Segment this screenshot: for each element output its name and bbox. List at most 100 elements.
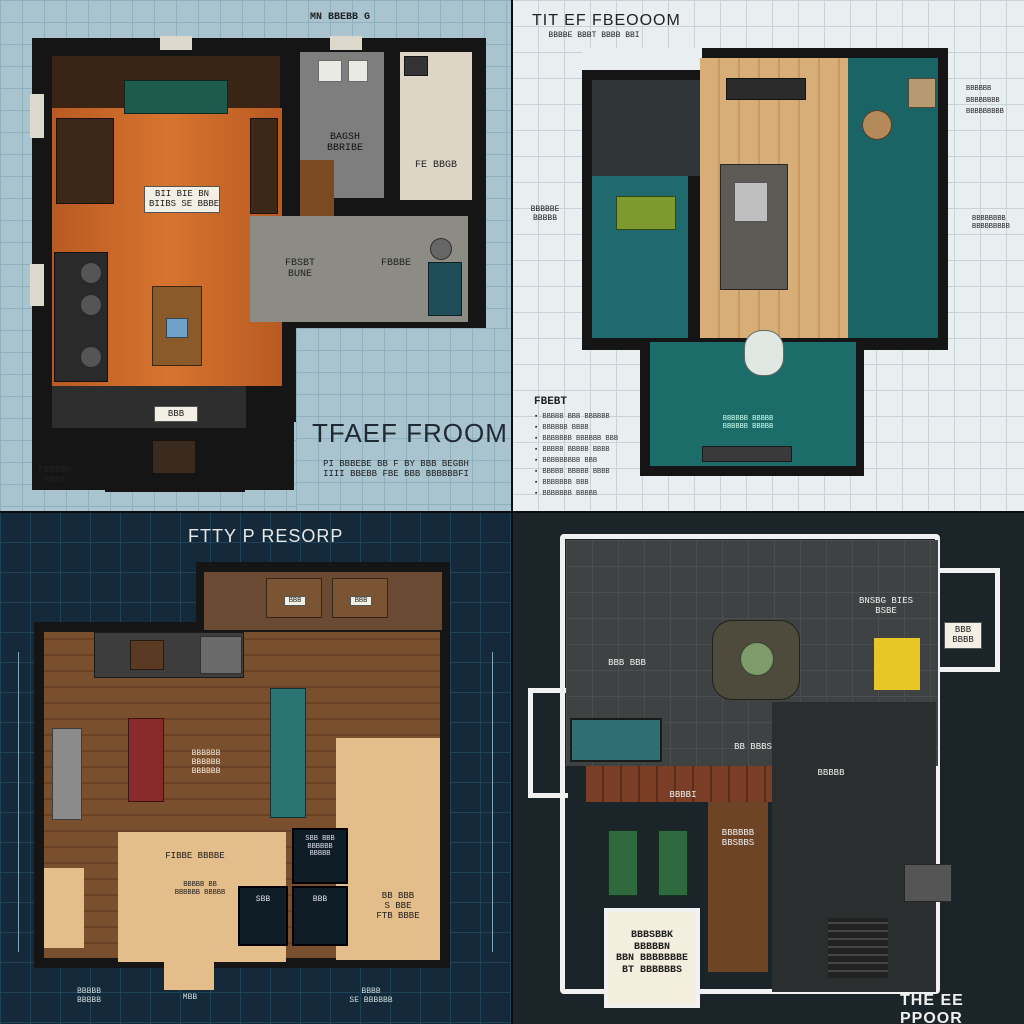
tag-top: BNSBG BIES BSBE	[858, 596, 913, 617]
top-tag-a: BBB	[284, 596, 306, 607]
teal-column	[270, 688, 306, 818]
bench-bottom	[702, 446, 792, 462]
door-top-a	[160, 36, 192, 50]
stove	[200, 636, 242, 674]
round-fixture	[430, 238, 452, 260]
bottom-label-mid: MBB	[182, 993, 198, 1002]
sink-fixture	[348, 60, 368, 82]
corridor	[708, 802, 768, 972]
room-label-kitchen: FE BBGB	[414, 160, 457, 171]
parchment-room-right	[336, 738, 440, 960]
round-table	[862, 110, 892, 140]
bottom-label-right: BBBB SE BBBBBB	[349, 987, 393, 1005]
room-label-workshop-a: FBSBT BUNE	[284, 258, 315, 280]
legend-item: BBBBB BBBBB BBBB	[534, 445, 618, 456]
parchment-room-left	[44, 868, 84, 948]
legend-list: BBBBB BBB BBBBBB BBBBBB BBBB BBBBBBB BBB…	[534, 412, 618, 500]
room-label-lower: FIBBE BBBBE	[165, 851, 225, 861]
legend-item: BBBBB BBBBB BBBB	[534, 467, 618, 478]
stairs	[828, 918, 888, 978]
shelf-top	[726, 78, 806, 100]
toilet-fixture	[318, 60, 342, 82]
tag-mid: BB BBBS	[734, 742, 772, 752]
dining-table	[744, 330, 784, 376]
legend-item: BBBBBBB BBBBB	[534, 489, 618, 500]
right-label-b: BBBBBBBB	[966, 96, 1000, 105]
panel-title: TIT EF FBEOOOM	[532, 12, 681, 29]
outer-outline-left	[528, 688, 568, 798]
room-label-center: BBBBBB BBBBBB BBBBBB	[191, 749, 221, 776]
legend-item: BBBBBBBBB BBB	[534, 456, 618, 467]
panel-subtitle: BBBBE BBBT BBBB BBI	[548, 31, 640, 40]
dark-box-b	[238, 886, 288, 946]
divider-horizontal	[0, 511, 1024, 513]
floorplan-panel-top-left: MN BBEBB G BII BIE BN BIIBS SE BBBE BAGS…	[0, 0, 512, 512]
panel-title: THE EE PPOOR	[900, 992, 964, 1024]
outer-outline-ext	[932, 568, 1000, 672]
left-cabinet	[52, 728, 82, 820]
panel-caption: PI BBBEBE BB F BY BBB BEGBH IIII BBEBB F…	[323, 459, 469, 479]
tag-center: BBBBB	[817, 768, 845, 778]
red-couch	[128, 718, 164, 802]
right-label-list: BBBBBB BBBBBBBB BBBBBBBBB	[966, 85, 1022, 117]
desk-screen	[734, 182, 768, 222]
box-label-c: BBB	[312, 895, 328, 904]
panel-title: FTTY P RESORP	[188, 526, 344, 546]
legend-item: BBBBBBB BBB	[534, 478, 618, 489]
teal-pool	[570, 718, 662, 762]
box-label-b: SBB	[255, 895, 271, 904]
right-label-a: BBBBBB	[966, 85, 992, 93]
room-label-main: BII BIE BN BIIBS SE BBBE	[144, 186, 220, 213]
dark-box-a	[292, 828, 348, 884]
speaker-b	[80, 294, 102, 316]
green-crates	[608, 830, 638, 896]
dark-box-c	[292, 886, 348, 946]
side-label-right: BBBBBBBB BBBBBBBBB	[972, 215, 1010, 231]
outer-cutout	[296, 328, 512, 512]
door-top-b	[330, 36, 362, 50]
kitchen-floor	[400, 52, 472, 200]
pool-table	[124, 80, 228, 114]
door-left-b	[30, 264, 44, 306]
floorplan-panel-top-right: TIT EF FBEOOOM BBBBE BBBT BBBB BBI BBBBB…	[512, 0, 1024, 512]
hall-left	[592, 80, 700, 176]
box-label-a: SBB BBB BBBBBB BBBBB	[305, 835, 335, 859]
boiler-tank	[428, 262, 462, 316]
notch-wall	[582, 70, 702, 78]
legend-item: BBBBB BBB BBBBBB	[534, 412, 618, 423]
notch-top-left	[582, 48, 702, 72]
shelf-right	[250, 118, 278, 214]
yellow-rug	[874, 638, 920, 690]
dimension-line-right	[492, 652, 493, 952]
tag-left: BBB BBB	[608, 658, 646, 668]
fireplace	[130, 640, 164, 670]
table-center-disk	[740, 642, 774, 676]
room-label-workshop-b: FBBBE	[380, 258, 411, 269]
room-note: BBBBBB BBBBB BBBBBB BBBBB	[722, 415, 774, 431]
alcove-floor	[52, 386, 246, 428]
room-label-right: BB BBB S BBE FTB BBBE	[376, 891, 420, 921]
cabinet-b	[332, 578, 388, 618]
legend-item: BBBBBBB BBBBBB BBB	[534, 434, 618, 445]
panel-title: TFAEF FROOM	[312, 418, 508, 448]
right-label-c: BBBBBBBBB	[966, 108, 1004, 117]
top-cabinet-floor	[204, 572, 442, 630]
tag-right: BBB BBBB	[944, 622, 982, 649]
side-label-left: BBBBBE BBBBB	[530, 205, 560, 223]
bottom-label-left: BBBBB BBBBB	[76, 987, 101, 1005]
note-card: BBBSBBK BBBBBN BBN BBBBBBBE BT BBBBBBS	[604, 908, 700, 1008]
corner-label: PBBBBN RBBT	[38, 465, 72, 485]
top-tag-b: BBB	[350, 596, 372, 607]
panel-header: MN BBEBB G	[309, 12, 370, 23]
tag-corridor: BBBBBB BBSBBS	[721, 828, 755, 849]
door-left-a	[30, 94, 44, 138]
speaker-c	[80, 346, 102, 368]
sofa-grey	[904, 864, 952, 902]
dining-set	[152, 440, 196, 474]
table-screen	[166, 318, 188, 338]
floorplan-panel-bottom-right: BNSBG BIES BSBE BBB BBBB BBB BBB BB BBBS…	[512, 512, 1024, 1024]
parchment-room-tail	[164, 952, 214, 990]
legend-title: FBEBT	[534, 396, 568, 408]
room-label-bath: BAGSH BBRIBE	[326, 132, 363, 154]
sofa-tag: BBB	[154, 406, 198, 423]
